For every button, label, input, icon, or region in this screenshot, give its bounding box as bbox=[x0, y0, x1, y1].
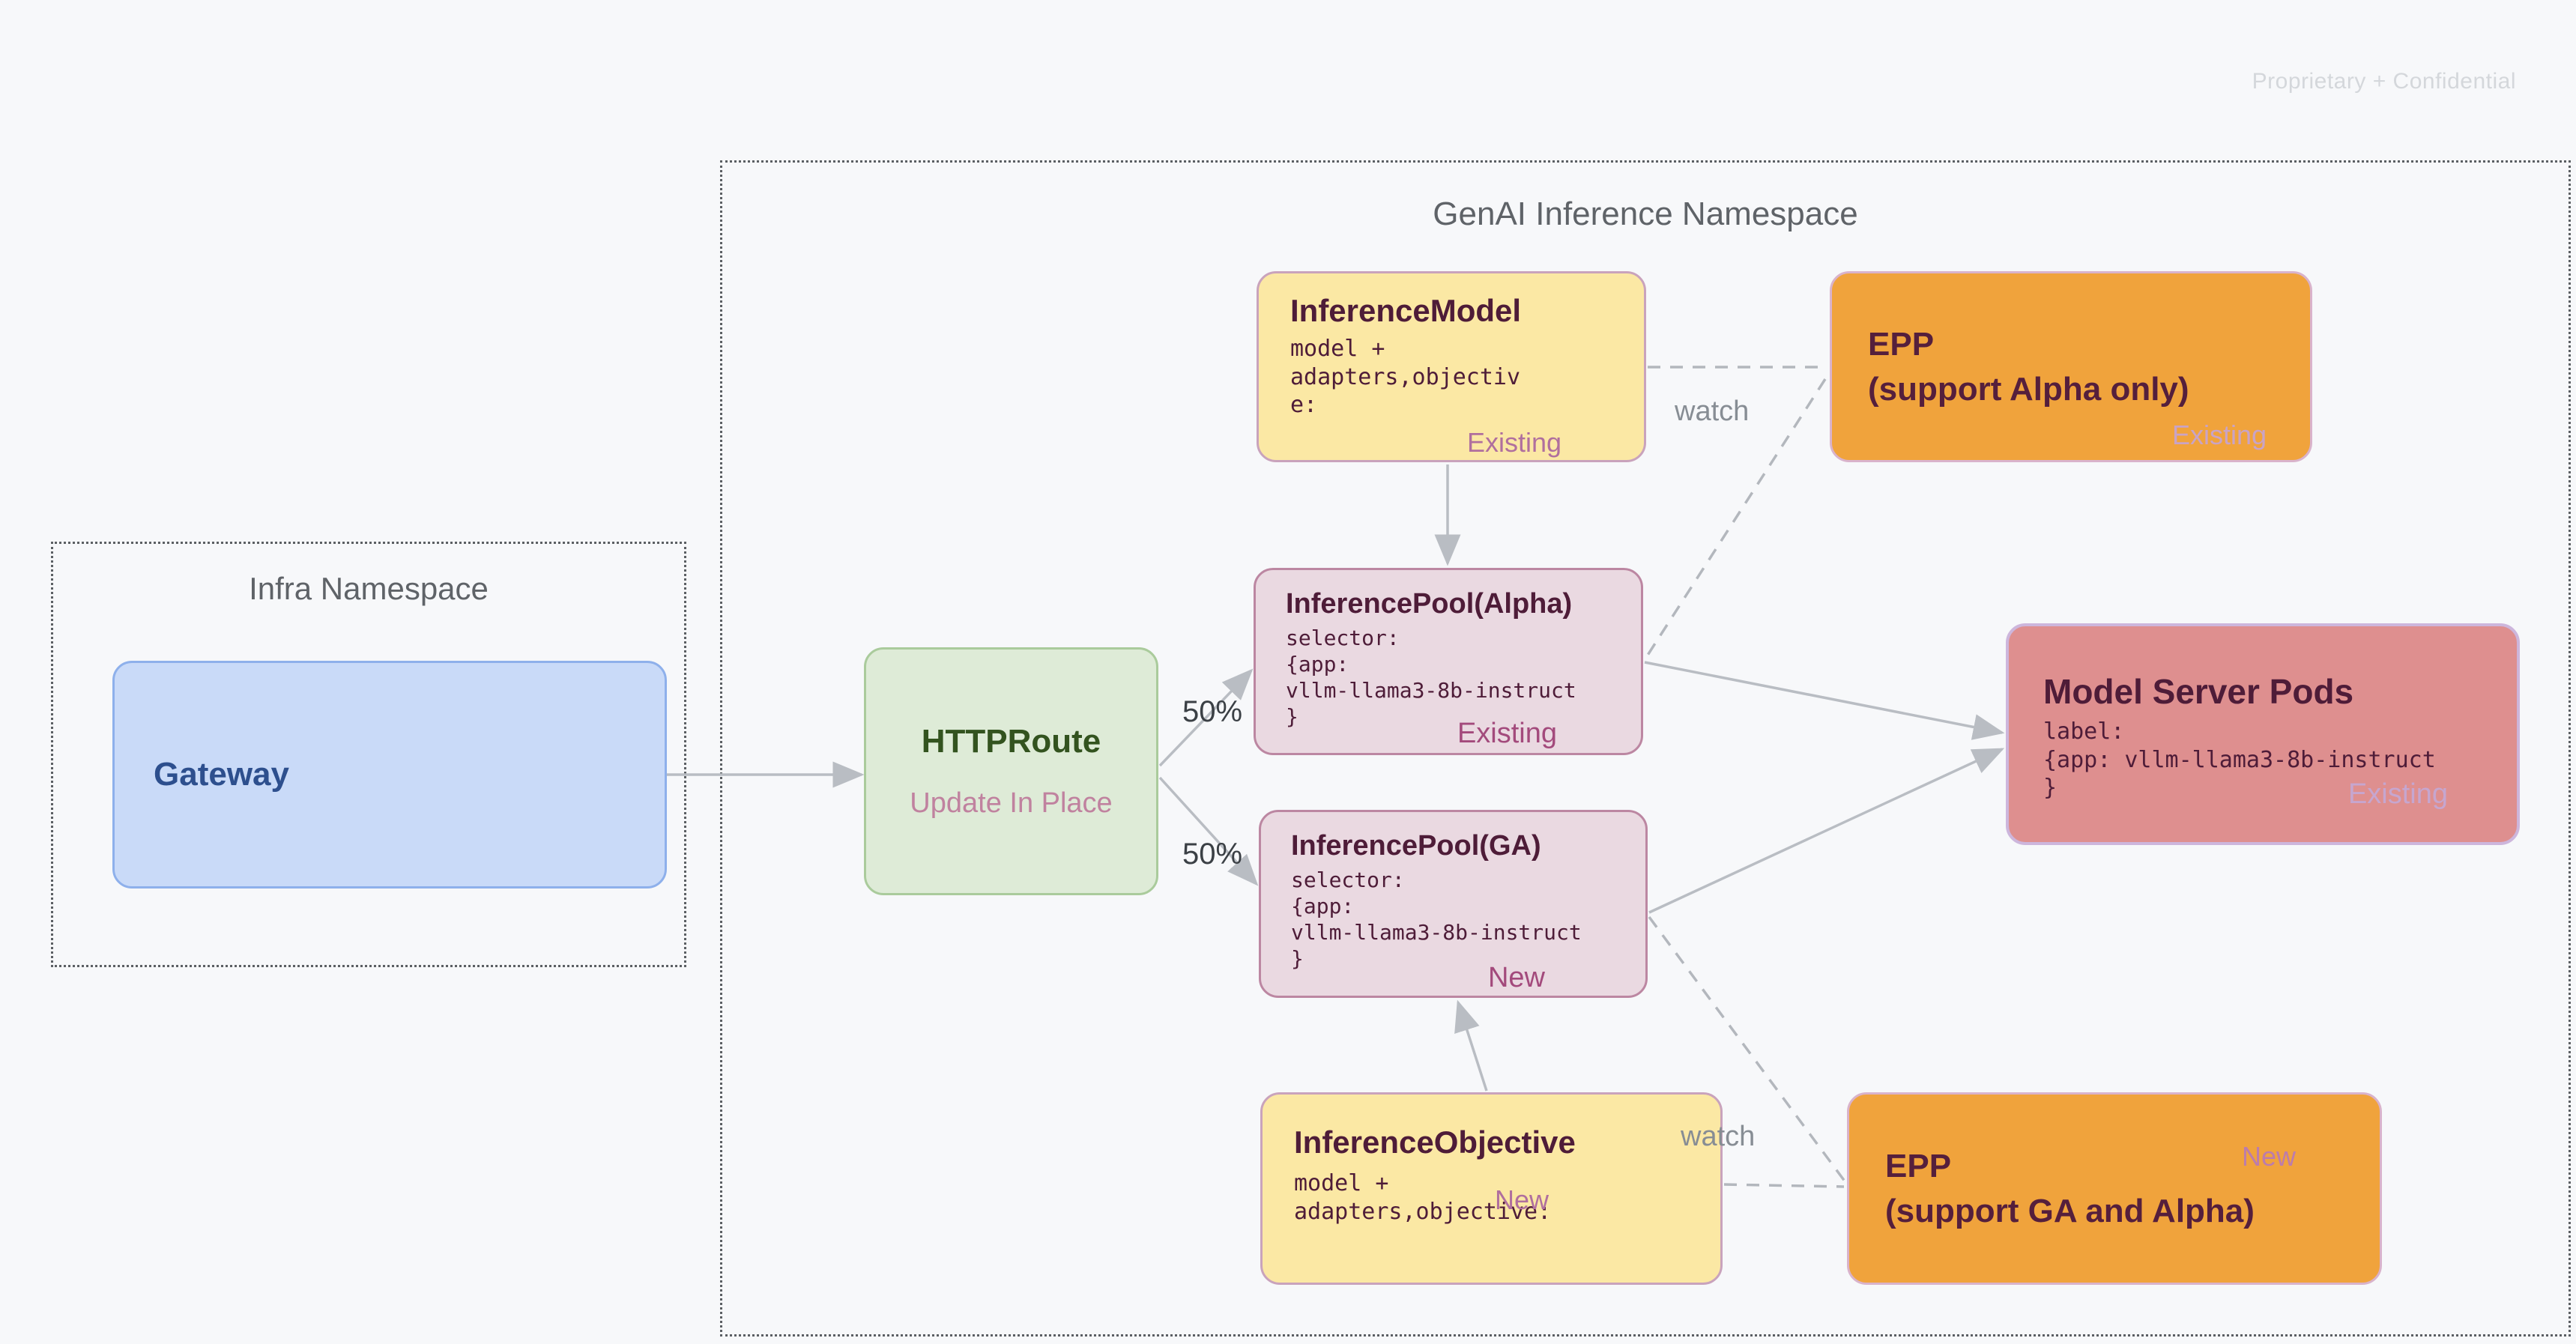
epp-ga-title: EPP (support GA and Alpha) bbox=[1885, 1148, 2255, 1229]
inference-pool-ga-status-tag: New bbox=[1487, 962, 1545, 993]
httproute-node: HTTPRoute Update In Place bbox=[864, 647, 1158, 895]
epp-alpha-status-tag: Existing bbox=[2171, 420, 2267, 450]
inference-pool-ga-node: InferencePool(GA) selector: {app: vllm-l… bbox=[1259, 810, 1648, 998]
gateway-node: Gateway bbox=[112, 661, 667, 889]
infra-namespace-title: Infra Namespace bbox=[249, 571, 489, 606]
watch-label-top: watch bbox=[1675, 396, 1750, 427]
model-server-pods-status-tag: Existing bbox=[2347, 778, 2448, 810]
genai-namespace-frame: GenAI Inference Namespace bbox=[720, 160, 2571, 1337]
epp-ga-status-tag: New bbox=[2241, 1141, 2296, 1172]
inference-pool-alpha-code: selector: {app: vllm-llama3-8b-instruct … bbox=[1286, 626, 1576, 729]
inference-model-title: InferenceModel bbox=[1290, 293, 1522, 328]
inference-model-node: InferenceModel model + adapters,objectiv… bbox=[1257, 271, 1646, 462]
infra-namespace-frame: Infra Namespace bbox=[51, 542, 686, 967]
inference-pool-alpha-node: InferencePool(Alpha) selector: {app: vll… bbox=[1254, 568, 1643, 755]
epp-alpha-node: EPP (support Alpha only) Existing bbox=[1830, 271, 2312, 462]
inference-pool-ga-code: selector: {app: vllm-llama3-8b-instruct … bbox=[1291, 868, 1582, 971]
watch-label-bottom: watch bbox=[1681, 1121, 1756, 1152]
traffic-split-label-ga: 50% bbox=[1182, 838, 1243, 871]
genai-namespace-title: GenAI Inference Namespace bbox=[1433, 196, 1858, 232]
model-server-pods-node: Model Server Pods label: {app: vllm-llam… bbox=[2006, 623, 2520, 845]
httproute-title: HTTPRoute bbox=[921, 723, 1101, 760]
inference-model-status-tag: Existing bbox=[1466, 427, 1561, 458]
inference-pool-ga-title: InferencePool(GA) bbox=[1291, 830, 1541, 862]
inference-objective-title: InferenceObjective bbox=[1294, 1124, 1576, 1160]
httproute-subtitle: Update In Place bbox=[910, 787, 1113, 819]
traffic-split-label-alpha: 50% bbox=[1182, 695, 1243, 728]
confidential-note: Proprietary + Confidential bbox=[2252, 69, 2516, 94]
gateway-title: Gateway bbox=[154, 756, 289, 793]
model-server-pods-title: Model Server Pods bbox=[2043, 672, 2354, 711]
inference-objective-node: InferenceObjective model + adapters,obje… bbox=[1260, 1092, 1723, 1285]
inference-pool-alpha-title: InferencePool(Alpha) bbox=[1286, 588, 1573, 620]
model-server-pods-code: label: {app: vllm-llama3-8b-instruct } bbox=[2043, 718, 2436, 801]
epp-ga-node: EPP (support GA and Alpha) New bbox=[1847, 1092, 2382, 1285]
inference-objective-status-tag: New bbox=[1495, 1184, 1549, 1215]
inference-model-code: model + adapters,objectiv e: bbox=[1290, 336, 1521, 418]
inference-objective-code: model + adapters,objective: bbox=[1294, 1170, 1552, 1225]
epp-alpha-title: EPP (support Alpha only) bbox=[1868, 326, 2189, 408]
inference-pool-alpha-status-tag: Existing bbox=[1457, 718, 1557, 749]
